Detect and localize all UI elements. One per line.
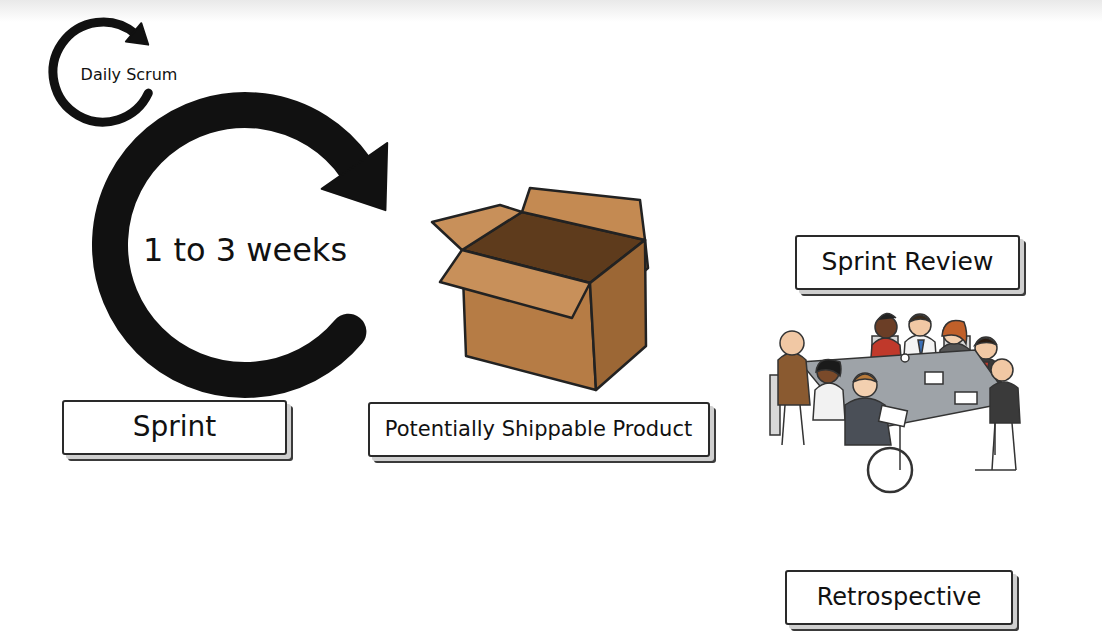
node-text: Potentially Shippable Product <box>385 417 692 441</box>
cardboard-box <box>432 188 648 390</box>
review-banner: Sprint Review <box>795 235 1020 290</box>
product-banner: Potentially Shippable Product <box>368 402 710 457</box>
node-text: Sprint Review <box>822 248 994 277</box>
meeting-illustration <box>770 313 1020 492</box>
node-text: Retrospective <box>817 584 982 612</box>
node-text: Sprint <box>133 411 217 443</box>
node-text: 1 to 3 weeks <box>143 232 347 269</box>
cycle-arc <box>110 110 356 380</box>
sprint-cycle: 1 to 3 weeks <box>70 80 410 410</box>
retrospective-banner: Retrospective <box>785 570 1013 625</box>
node-text: Daily Scrum <box>81 66 178 84</box>
arrow-head <box>322 143 388 210</box>
arrow-head <box>126 23 148 44</box>
sprint-banner: Sprint <box>62 400 287 455</box>
top-band <box>0 0 1102 22</box>
